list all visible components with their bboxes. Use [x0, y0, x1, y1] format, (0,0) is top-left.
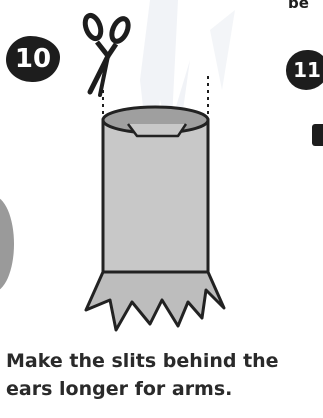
scissors-icon	[82, 13, 131, 95]
tube	[86, 107, 224, 330]
step-instruction-text: Make the slits behind the ears longer fo…	[6, 347, 323, 403]
caption-line-1: Make the slits behind the	[6, 347, 323, 375]
caption-line-2: ears longer for arms.	[6, 375, 323, 403]
tube-illustration	[0, 0, 323, 340]
